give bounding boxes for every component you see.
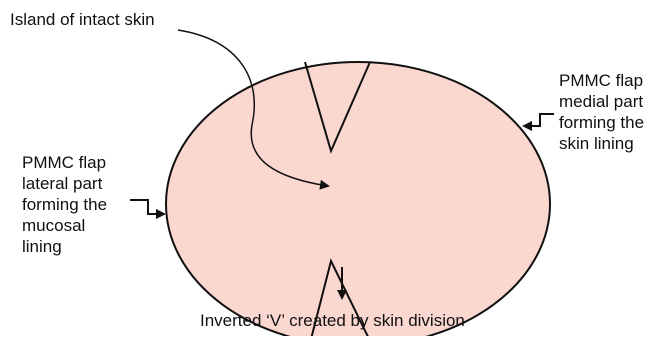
lateral-pointer-arrow <box>130 199 166 219</box>
lateral-label-line: forming the <box>22 195 108 214</box>
lower-v-incision <box>309 258 372 341</box>
island-pointer-arrow <box>177 29 330 190</box>
medial-label-line: PMMC flap <box>559 71 644 90</box>
lateral-label-line: PMMC flap <box>22 153 107 172</box>
lateral-label-line: mucosal <box>22 216 86 235</box>
lateral-part-label: PMMC flap lateral part forming the mucos… <box>22 152 107 257</box>
upper-v-incision <box>304 61 371 154</box>
medial-label-line: medial part <box>559 92 644 111</box>
inverted-v-label: Inverted ‘V’ created by skin division <box>200 311 465 330</box>
medial-label-line: skin lining <box>559 134 634 153</box>
lateral-label-line: lining <box>22 237 62 256</box>
medial-pointer-arrow <box>522 113 554 131</box>
medial-label-line: forming the <box>559 113 645 132</box>
medial-part-label: PMMC flap medial part forming the skin l… <box>559 70 644 154</box>
flap-ellipse <box>165 61 551 341</box>
lateral-label-line: lateral part <box>22 174 103 193</box>
island-of-intact-skin-label: Island of intact skin <box>10 10 155 29</box>
